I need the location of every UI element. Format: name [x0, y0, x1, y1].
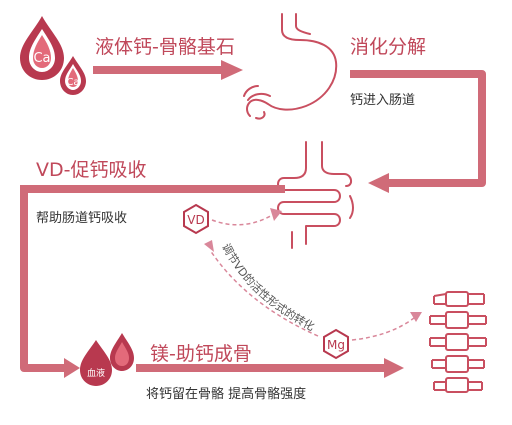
dashed-arrow-mg-to-vd [204, 240, 319, 337]
blood-drop-icon [60, 56, 86, 95]
calcium-drops: Ca Ca [20, 16, 86, 95]
blood-drop-label: 血液 [87, 367, 105, 379]
step1-title: 液体钙-骨骼基石 [95, 36, 235, 58]
blood-drops: 血液 [80, 333, 134, 386]
blood-drop-icon [20, 16, 64, 80]
arrow-to-bones [136, 358, 404, 378]
arrow-to-intestine [350, 70, 486, 193]
step3-subtitle: 帮助肠道钙吸收 [36, 211, 127, 226]
calcium-drop-label-big: Ca [33, 51, 50, 66]
mg-badge: Mg [323, 328, 349, 360]
curve-note-text: 调节VD的活性形式的转化 [219, 241, 317, 333]
intestine-icon [277, 141, 354, 249]
hexagon-badge-icon [183, 203, 209, 235]
step2-title: 消化分解 [350, 36, 426, 58]
spine-bones-icon [429, 291, 487, 393]
hexagon-badge-icon [323, 328, 349, 360]
arrow-left-bar [20, 185, 285, 193]
step4-subtitle: 将钙留在骨骼 提高骨骼强度 [146, 386, 306, 402]
blood-drop-icon [110, 333, 134, 371]
arrow-down-to-blood [20, 186, 80, 378]
blood-drop-icon [80, 340, 112, 386]
dashed-arrow-vd-to-intestine [211, 208, 282, 226]
curve-note: 调节VD的活性形式的转化 [219, 241, 317, 333]
mg-badge-label: Mg [327, 338, 345, 352]
step2-subtitle: 钙进入肠道 [350, 93, 415, 108]
stomach-icon [243, 13, 338, 120]
step4-title: 镁-助钙成骨 [150, 343, 252, 365]
step3-title: VD-促钙吸收 [36, 159, 146, 181]
vd-badge-label: VD [187, 213, 204, 227]
vd-badge: VD [183, 203, 209, 235]
arrow-to-stomach [93, 60, 243, 80]
dashed-arrow-mg-to-bones [351, 312, 422, 341]
calcium-drop-label-small: Ca [66, 77, 79, 88]
